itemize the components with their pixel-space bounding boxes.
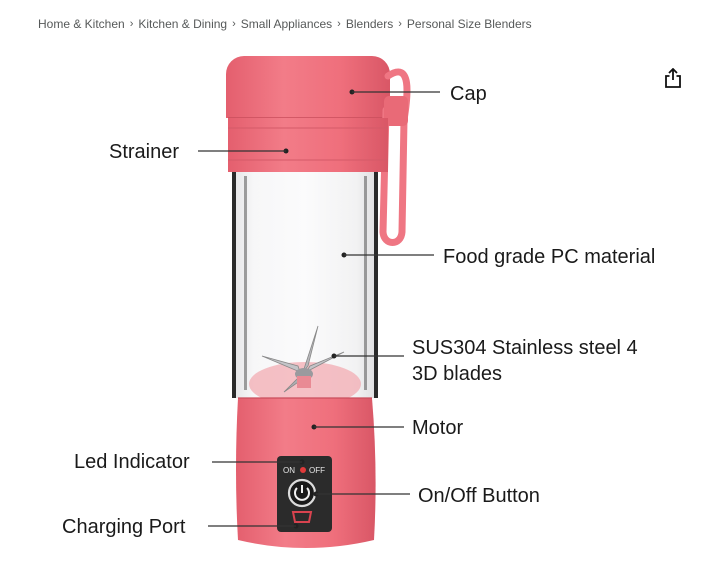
callout-lines — [198, 89, 440, 529]
led-indicator — [300, 467, 306, 473]
control-panel: ON OFF — [277, 456, 332, 532]
label-cap: Cap — [450, 83, 487, 105]
label-led-indicator: Led Indicator — [74, 451, 190, 473]
switch-on-label: ON — [283, 466, 295, 475]
blender-strap — [379, 68, 411, 246]
label-charging-port: Charging Port — [62, 516, 186, 538]
blender-strainer — [228, 118, 388, 172]
label-motor: Motor — [412, 417, 463, 439]
share-button[interactable] — [661, 66, 685, 90]
label-food-grade: Food grade PC material — [443, 246, 655, 268]
label-strainer: Strainer — [109, 141, 179, 163]
breadcrumb-personal-size-blenders[interactable]: Personal Size Blenders — [406, 17, 532, 31]
breadcrumb: Home & Kitchen › Kitchen & Dining › Smal… — [38, 15, 532, 33]
breadcrumb-blenders[interactable]: Blenders — [345, 17, 394, 31]
breadcrumb-separator: › — [398, 18, 402, 30]
breadcrumb-separator: › — [129, 18, 134, 30]
breadcrumb-home-kitchen[interactable]: Home & Kitchen — [38, 17, 125, 31]
product-image[interactable]: ON OFF Cap Strainer Food grade PC materi… — [0, 40, 714, 569]
blender-cap — [226, 56, 390, 119]
breadcrumb-small-appliances[interactable]: Small Appliances — [240, 17, 333, 31]
breadcrumb-kitchen-dining[interactable]: Kitchen & Dining — [138, 17, 228, 31]
label-blades-line1: SUS304 Stainless steel 4 — [412, 337, 638, 359]
label-on-off-button: On/Off Button — [418, 485, 540, 507]
breadcrumb-separator: › — [337, 18, 341, 30]
blender-blades — [261, 325, 345, 393]
breadcrumb-separator: › — [232, 18, 236, 30]
charging-port — [291, 511, 313, 523]
share-icon — [665, 68, 681, 88]
switch-off-label: OFF — [309, 466, 325, 475]
label-blades-line2: 3D blades — [412, 363, 502, 385]
blender-jar — [232, 172, 378, 406]
